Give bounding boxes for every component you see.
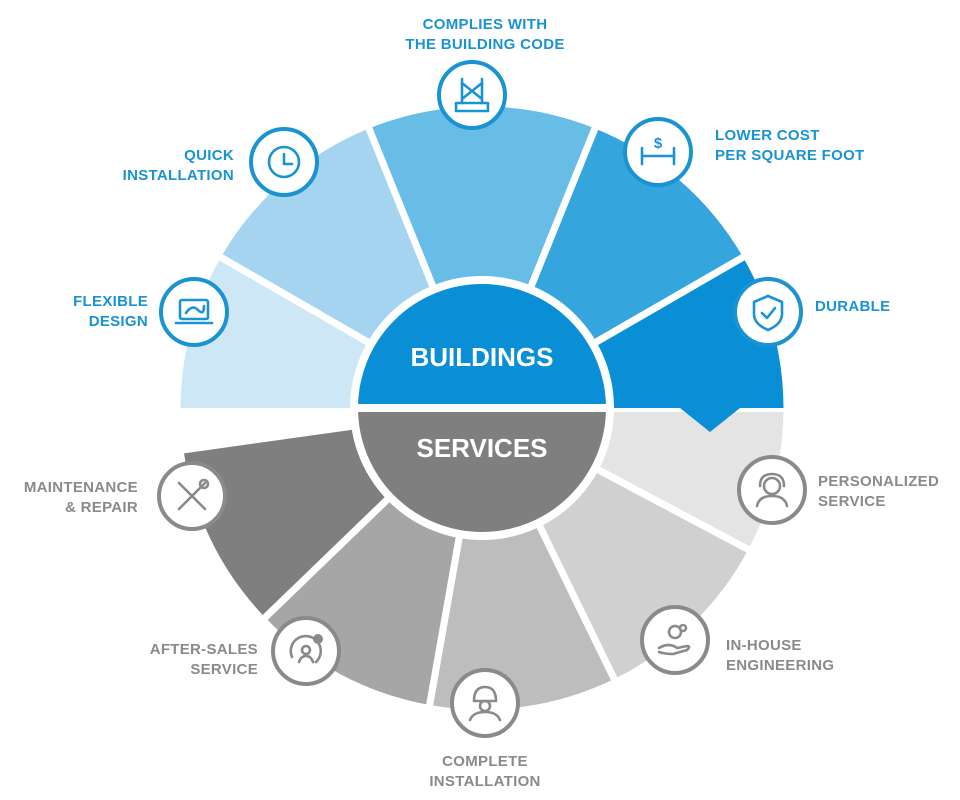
hub-title-services: SERVICES (416, 433, 547, 463)
label-durable: DURABLE (815, 298, 891, 315)
notch-up (240, 382, 292, 408)
hand-gears-icon (640, 605, 710, 675)
label-maintenance-repair: MAINTENANCE& REPAIR (23, 479, 138, 516)
shield-check-icon (733, 277, 803, 347)
hub-services-half (349, 404, 615, 540)
hardhat-worker-icon (450, 668, 520, 738)
headset-agent-icon (737, 455, 807, 525)
dollar-square-foot-icon: $ (623, 117, 693, 187)
laptop-design-icon (159, 277, 229, 347)
support-cycle-icon (271, 616, 341, 686)
notch-down (680, 408, 740, 432)
svg-text:$: $ (654, 135, 663, 152)
building-code-icon (437, 60, 507, 130)
hub-title-buildings: BUILDINGS (411, 342, 554, 372)
clock-icon (249, 127, 319, 197)
wrench-screwdriver-icon (157, 461, 227, 531)
hub-buildings-half (349, 276, 615, 412)
